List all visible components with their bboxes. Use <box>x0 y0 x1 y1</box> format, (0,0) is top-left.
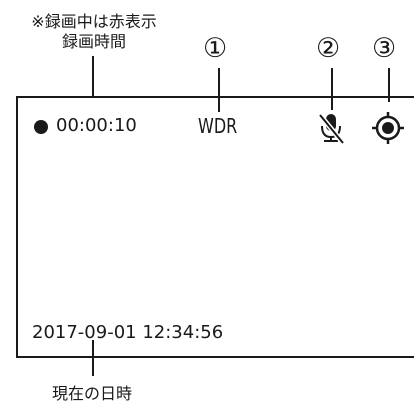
leader-recording-time <box>92 56 94 98</box>
gps-target-icon <box>370 110 406 146</box>
leader-marker-2 <box>331 68 333 110</box>
screen-frame-top <box>16 96 414 98</box>
record-time: 00:00:10 <box>56 115 137 136</box>
screen-frame-bottom <box>16 356 414 358</box>
leader-datetime <box>92 340 94 376</box>
screen-frame-left <box>16 96 18 358</box>
wdr-label: WDR <box>198 114 238 138</box>
recording-note-line2: 録画時間 <box>61 32 126 51</box>
datetime-callout: 現在の日時 <box>52 384 133 403</box>
leader-marker-3 <box>388 68 390 102</box>
record-dot-icon <box>34 120 48 134</box>
recording-note-line1: ※録画中は赤表示 <box>31 12 157 31</box>
datetime-display: 2017-09-01 12:34:56 <box>32 322 224 343</box>
marker-1: ① <box>203 33 228 64</box>
microphone-muted-icon <box>313 110 349 146</box>
leader-marker-1 <box>218 68 220 112</box>
marker-3: ③ <box>372 33 397 64</box>
recording-note-callout: ※録画中は赤表示 録画時間 <box>8 12 180 52</box>
marker-2: ② <box>316 33 341 64</box>
